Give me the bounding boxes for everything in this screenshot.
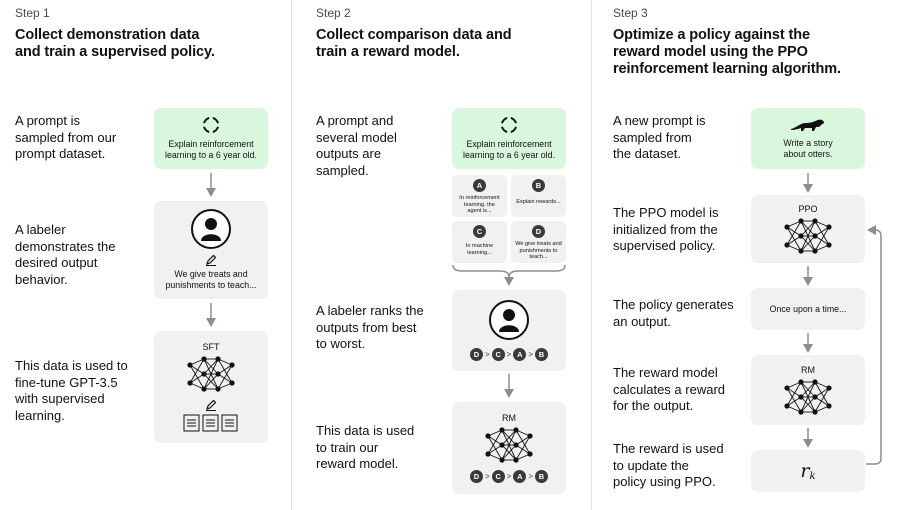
- step2-heading-line2: train a reward model.: [316, 44, 460, 60]
- step1-heading-line1: Collect demonstration data: [15, 27, 200, 43]
- output-card-d: D We give treats and punishments to teac…: [511, 221, 566, 263]
- step2-desc-reward: This data is used to train our reward mo…: [316, 423, 415, 471]
- step2-prompt-box: Explain reinforcement learning to a 6 ye…: [452, 108, 566, 169]
- step2-desc-rank: A labeler ranks the outputs from best to…: [316, 303, 424, 351]
- neural-network-icon: [784, 378, 832, 415]
- documents-icon: [183, 414, 238, 432]
- step2-ranking-box: D > C > A > B: [452, 290, 566, 371]
- neural-network-icon: [187, 356, 235, 392]
- step1-demo-box: We give treats and punishments to teach.…: [154, 201, 268, 299]
- step1-desc-finetune: This data is used to fine-tune GPT-3.5 w…: [15, 358, 128, 423]
- step1-heading-line2: and train a supervised policy.: [15, 44, 215, 60]
- feedback-loop-arrow-icon: [866, 225, 882, 465]
- neural-network-icon: [485, 427, 533, 463]
- arrow-down-icon: [803, 266, 813, 286]
- arrow-down-icon: [206, 303, 216, 327]
- step1-column: Step 1 Collect demonstration data and tr…: [0, 0, 291, 510]
- step3-heading: Optimize a policy against the reward mod…: [613, 27, 841, 78]
- output-card-c: C In machine learning...: [452, 221, 507, 263]
- rm-ranking-row: D > C > A > B: [469, 470, 548, 483]
- ppo-label: PPO: [798, 203, 818, 214]
- ranking-row: D > C > A > B: [469, 348, 548, 361]
- arrow-down-icon: [803, 173, 813, 193]
- step1-label: Step 1: [15, 6, 50, 20]
- step2-column: Step 2 Collect comparison data and train…: [291, 0, 591, 510]
- arrow-down-icon: [803, 428, 813, 448]
- arrow-down-icon: [803, 333, 813, 353]
- refresh-icon: [500, 116, 518, 134]
- step3-label: Step 3: [613, 6, 648, 20]
- step1-sft-box: SFT: [154, 331, 268, 443]
- step2-rm-box: RM D > C > A > B: [452, 402, 566, 494]
- output-text: Once upon a time...: [769, 303, 847, 314]
- sft-label: SFT: [202, 342, 220, 352]
- neural-network-icon: [784, 217, 832, 254]
- step3-heading-line1: Optimize a policy against the: [613, 27, 810, 43]
- step1-demo-text: We give treats and punishments to teach.…: [165, 269, 257, 290]
- step1-prompt-text: Explain reinforcement learning to a 6 ye…: [165, 139, 257, 160]
- pencil-icon: [206, 399, 217, 411]
- step3-desc-update: The reward is used to update the policy …: [613, 441, 724, 489]
- step2-desc-sampled: A prompt and several model outputs are s…: [316, 113, 397, 178]
- rm-label: RM: [801, 364, 815, 375]
- step2-heading-line1: Collect comparison data and: [316, 27, 512, 43]
- step3-rm-box: RM: [751, 355, 865, 425]
- step3-desc-ppo: The PPO model is initialized from the su…: [613, 205, 719, 253]
- step3-desc-output: The policy generates an output.: [613, 297, 734, 329]
- otter-icon: [791, 119, 824, 131]
- step3-output-box: Once upon a time...: [751, 288, 865, 330]
- column-divider: [291, 0, 292, 510]
- column-divider: [591, 0, 592, 510]
- bracket-arrow-icon: [452, 264, 566, 286]
- step2-prompt-text: Explain reinforcement learning to a 6 ye…: [463, 139, 555, 160]
- person-icon: [489, 300, 529, 340]
- arrow-down-icon: [206, 173, 216, 197]
- step3-column: Step 3 Optimize a policy against the rew…: [591, 0, 908, 510]
- step3-desc-prompt: A new prompt is sampled from the dataset…: [613, 113, 706, 161]
- arrow-down-icon: [504, 374, 514, 398]
- step3-heading-line2: reward model using the PPO: [613, 44, 808, 60]
- reward-subscript: k: [809, 470, 816, 482]
- pencil-icon: [206, 254, 217, 266]
- step2-label: Step 2: [316, 6, 351, 20]
- rm-label: RM: [502, 413, 516, 423]
- step3-prompt-text: Write a story about otters.: [783, 138, 833, 159]
- step1-desc-prompt: A prompt is sampled from our prompt data…: [15, 113, 117, 161]
- step3-heading-line3: reinforcement learning algorithm.: [613, 61, 841, 77]
- person-icon: [191, 209, 231, 249]
- step3-desc-reward-model: The reward model calculates a reward for…: [613, 365, 725, 413]
- refresh-icon: [202, 116, 220, 134]
- step3-prompt-box: Write a story about otters.: [751, 108, 865, 169]
- reward-symbol: r: [800, 460, 810, 482]
- step1-prompt-box: Explain reinforcement learning to a 6 ye…: [154, 108, 268, 169]
- step3-ppo-box: PPO: [751, 195, 865, 263]
- step2-heading: Collect comparison data and train a rewa…: [316, 27, 512, 61]
- step1-heading: Collect demonstration data and train a s…: [15, 27, 215, 61]
- output-card-b: B Explain rewards...: [511, 175, 566, 217]
- step1-desc-labeler: A labeler demonstrates the desired outpu…: [15, 222, 116, 287]
- output-card-a: A In reinforcement learning, the agent i…: [452, 175, 507, 217]
